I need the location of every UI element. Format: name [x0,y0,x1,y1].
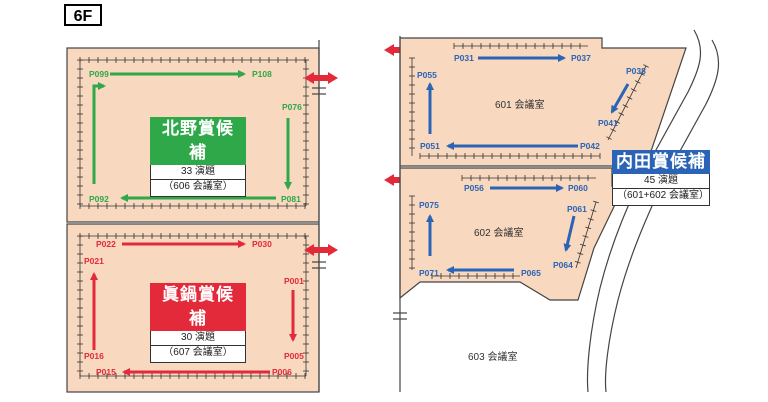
route-601-602 [426,54,630,274]
poster-p076: P076 [282,102,302,112]
poster-p071: P071 [419,268,439,278]
board-tick [618,112,625,116]
award-uchida-room: （601+602 会議室） [612,189,710,206]
poster-p041: P041 [598,118,618,128]
board-tick [630,88,637,92]
award-kitano-room: （606 会議室） [150,180,246,197]
poster-p064: P064 [553,260,573,270]
poster-p092: P092 [89,194,109,204]
award-kitano: 北野賞候補 33 演題 （606 会議室） [150,117,246,197]
award-uchida: 内田賞候補 45 演題 （601+602 会議室） [612,150,710,206]
poster-labels: P099 P108 P076 P081 P092 P022 P030 P021 … [84,53,646,377]
award-nabe: 眞鍋賞候補 30 演題 （607 会議室） [150,283,246,363]
poster-p061: P061 [567,204,587,214]
room-603-label: 603 会議室 [468,352,518,363]
board-tick [579,243,586,247]
poster-p055: P055 [417,70,437,80]
poster-p051: P051 [420,141,440,151]
poster-p006: P006 [272,367,292,377]
poster-p108: P108 [252,69,272,79]
board-tick [582,235,589,238]
route-606 [92,70,292,202]
board-tick [614,120,621,124]
poster-p056: P056 [464,183,484,193]
poster-p065: P065 [521,268,541,278]
room-601-label: 601 会議室 [495,100,545,111]
poster-p016: P016 [84,351,104,361]
poster-p022: P022 [96,239,116,249]
board-frame-606 [79,59,307,207]
board-tick [643,64,649,68]
poster-p099: P099 [89,69,109,79]
board-tick [590,209,597,212]
board-tick [639,72,645,76]
room-602-label: 602 会議室 [474,228,524,239]
board-tick [577,252,584,255]
route-607 [90,240,297,376]
award-nabe-room: （607 会議室） [150,346,246,363]
award-uchida-name: 内田賞候補 [612,150,710,174]
poster-p037: P037 [571,53,591,63]
board-tick [574,261,581,264]
poster-p021: P021 [84,256,104,266]
board-tick [587,217,594,221]
poster-p060: P060 [568,183,588,193]
board-tick [593,200,599,204]
board-tick [610,128,616,132]
poster-p005: P005 [284,351,304,361]
poster-p015: P015 [96,367,116,377]
board-tick [585,226,592,230]
poster-p001: P001 [284,276,304,286]
board-frame-601-602 [411,45,647,277]
poster-p038: P038 [626,66,646,76]
award-kitano-count: 33 演題 [150,165,246,180]
poster-p042: P042 [580,141,600,151]
poster-p075: P075 [419,200,439,210]
award-nabe-count: 30 演題 [150,331,246,346]
award-kitano-name: 北野賞候補 [150,117,246,165]
board-tick [626,96,633,100]
door-arrows [304,44,418,256]
board-tick [606,136,612,140]
board-tick [634,80,641,84]
poster-p031: P031 [454,53,474,63]
board-tick [622,104,629,108]
poster-p081: P081 [281,194,301,204]
award-nabe-name: 眞鍋賞候補 [150,283,246,331]
floor-label: 6F [64,4,102,26]
award-uchida-count: 45 演題 [612,174,710,189]
poster-p030: P030 [252,239,272,249]
